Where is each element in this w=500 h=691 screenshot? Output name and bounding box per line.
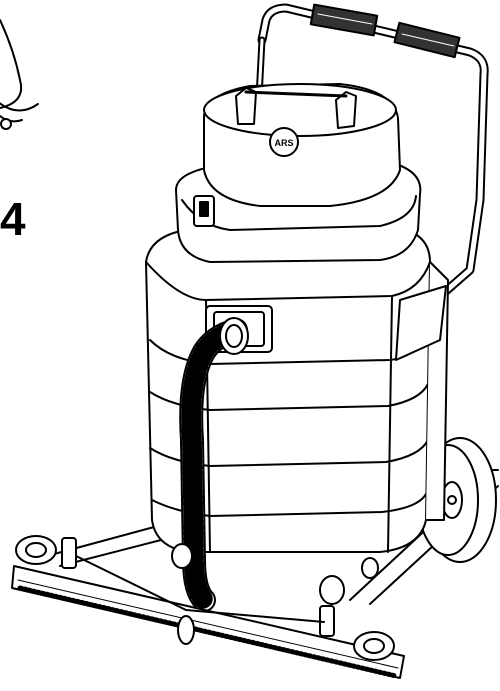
step-number-label: 4	[0, 193, 26, 245]
previous-step-fragment	[0, 19, 39, 130]
handle-grip-left	[309, 3, 379, 37]
motor-head: ARS	[175, 83, 422, 263]
suction-hose	[179, 317, 249, 612]
front-casters	[171, 543, 379, 605]
logo-text: ARS	[274, 138, 293, 148]
handle	[252, 3, 489, 310]
squeegee-blade	[11, 535, 405, 679]
